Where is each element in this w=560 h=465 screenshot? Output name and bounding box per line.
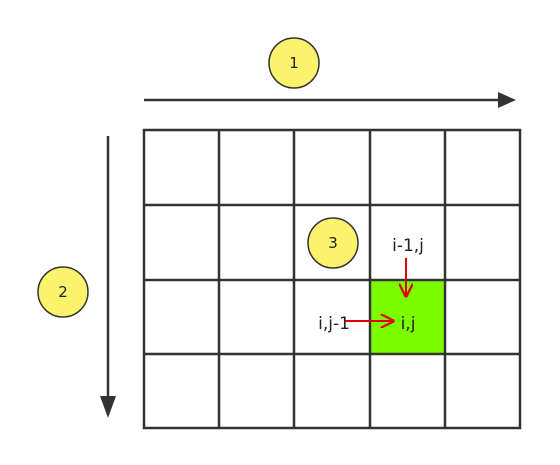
left-cell-label: i,j-1 — [318, 314, 350, 334]
horizontal-direction-arrow — [144, 92, 516, 108]
badge-step-1: 1 — [268, 37, 320, 89]
badge-step-3-label: 3 — [328, 234, 338, 252]
badge-step-2: 2 — [37, 266, 89, 318]
current-cell-label: i,j — [401, 314, 416, 334]
above-cell-label: i-1,j — [392, 236, 424, 256]
badge-step-2-label: 2 — [58, 283, 68, 301]
vertical-direction-arrow — [100, 136, 116, 418]
badge-step-3: 3 — [307, 217, 359, 269]
dp-grid — [142, 128, 522, 430]
badge-step-1-label: 1 — [289, 54, 299, 72]
